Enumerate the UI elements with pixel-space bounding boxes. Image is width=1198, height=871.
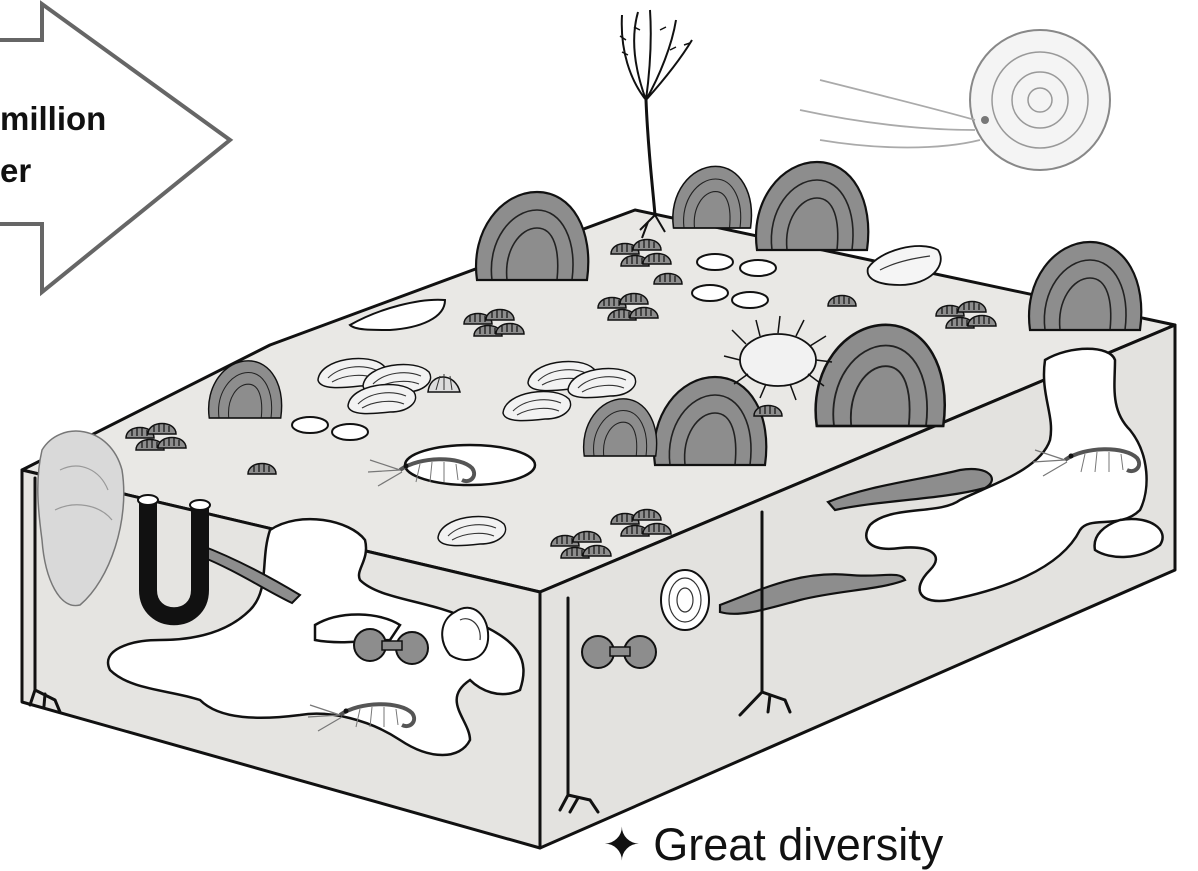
shell-top-mid	[673, 166, 752, 228]
ammonite	[800, 30, 1110, 170]
buried-clam-side	[661, 570, 709, 630]
buried-clam-front	[442, 608, 488, 660]
seafloor-block-diagram	[0, 0, 1198, 853]
u-burrow-opening-right	[190, 500, 210, 510]
shell-far-right	[1029, 242, 1141, 330]
arrow-label-line-1: million	[0, 100, 106, 138]
u-burrow-opening-left	[138, 495, 158, 505]
shell-top-right	[756, 162, 868, 250]
shell-top-left	[476, 192, 588, 280]
arrow-label-line-2: er	[0, 152, 31, 190]
time-arrow	[0, 4, 230, 292]
diversity-note: ✦ Great diversity	[603, 818, 943, 871]
